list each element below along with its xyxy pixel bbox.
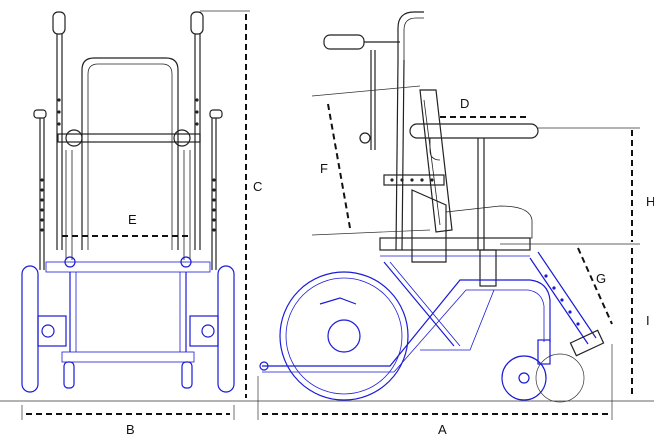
side-caster-wheel [501, 355, 547, 401]
dimension-I: I [631, 248, 650, 398]
side-armrest [409, 123, 539, 139]
label-A: A [438, 422, 447, 437]
right-wheel-front [217, 265, 235, 393]
side-caster-outline [535, 353, 585, 403]
side-lower-frame [262, 279, 551, 367]
side-seat-cushion [445, 205, 533, 239]
side-handle-grip [323, 34, 365, 50]
backrest-frame [81, 57, 179, 250]
side-footplate [569, 329, 605, 357]
label-E: E [128, 212, 137, 227]
dimension-E: E [62, 212, 190, 237]
front-view [21, 11, 235, 393]
side-push-handle [397, 11, 424, 60]
left-push-handle [52, 11, 66, 35]
label-C: C [253, 179, 262, 194]
side-backrest [419, 89, 453, 233]
dimension-F: F [311, 85, 431, 236]
label-B: B [126, 422, 135, 437]
right-push-handle [190, 11, 204, 35]
side-rear-wheel [279, 271, 409, 401]
label-I: I [646, 313, 650, 328]
dimension-H: H [500, 127, 654, 245]
dimension-D: D [440, 96, 530, 118]
label-H: H [646, 194, 654, 209]
left-clamp [65, 129, 83, 147]
left-wheel-front [21, 265, 39, 393]
right-clamp [173, 129, 191, 147]
dimension-G: G [577, 247, 613, 325]
dimension-C: C [200, 10, 262, 398]
side-view [259, 11, 605, 403]
label-G: G [596, 271, 606, 286]
label-D: D [460, 96, 469, 111]
dimension-A: A [257, 344, 613, 437]
dimension-B: B [21, 405, 235, 437]
label-F: F [320, 161, 328, 176]
